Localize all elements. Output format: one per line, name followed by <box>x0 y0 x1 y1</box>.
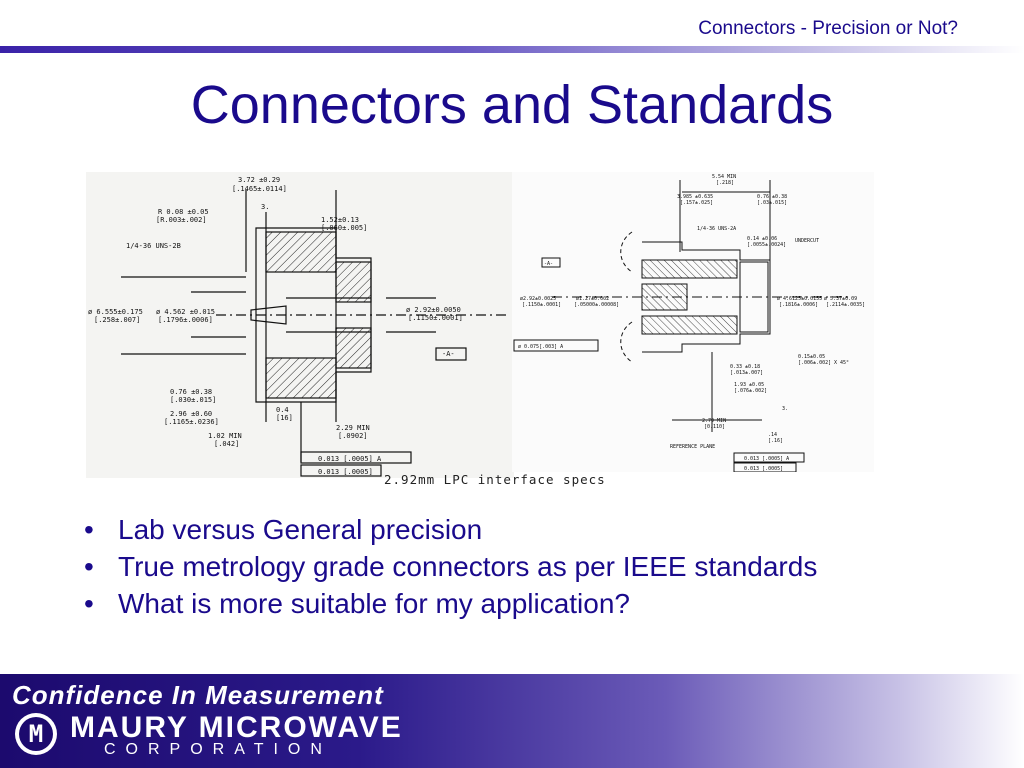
svg-text:ø 6.555±0.175: ø 6.555±0.175 <box>88 308 143 316</box>
svg-text:3.: 3. <box>261 203 269 211</box>
company-logo-icon: M <box>12 710 60 758</box>
footer-band <box>0 674 1024 768</box>
male-interface-svg: 5.54 MIN [.218] 3.985 ±0.635 [.157±.025]… <box>513 174 865 473</box>
svg-text:[.1816±.0006]: [.1816±.0006] <box>779 302 818 308</box>
svg-text:-A-: -A- <box>442 350 455 358</box>
svg-text:0.013 [.0005] A: 0.013 [.0005] A <box>744 456 789 462</box>
svg-text:ø 4.562 ±0.015: ø 4.562 ±0.015 <box>156 308 215 316</box>
svg-text:0.15±0.05: 0.15±0.05 <box>798 354 825 360</box>
svg-text:[.2114±.0035]: [.2114±.0035] <box>826 302 865 308</box>
slide-title: Connectors and Standards <box>190 75 834 135</box>
svg-text:[.0902]: [.0902] <box>338 432 368 440</box>
svg-text:[.16]: [.16] <box>768 438 783 444</box>
svg-text:1.52±0.13: 1.52±0.13 <box>321 216 359 224</box>
svg-text:[.03±.015]: [.03±.015] <box>757 200 787 206</box>
svg-text:[.258±.007]: [.258±.007] <box>94 316 140 324</box>
svg-text:2.79 MIN: 2.79 MIN <box>702 418 726 424</box>
svg-text:[.1150±.0001]: [.1150±.0001] <box>522 302 561 308</box>
bullet-list: • Lab versus General precision • True me… <box>80 514 840 625</box>
footer-tagline: Confidence In Measurement <box>12 680 384 710</box>
svg-text:5.54 MIN: 5.54 MIN <box>712 174 736 180</box>
svg-text:[.030±.015]: [.030±.015] <box>170 396 216 404</box>
svg-text:ø 4.6125±0.0155: ø 4.6125±0.0155 <box>777 296 822 302</box>
bullet-dot: • <box>84 551 94 582</box>
svg-text:R 0.08 ±0.05: R 0.08 ±0.05 <box>158 208 209 216</box>
svg-text:2.29 MIN: 2.29 MIN <box>336 424 370 432</box>
bullet-item: • Lab versus General precision <box>80 514 840 546</box>
svg-text:0.14 ±0.06: 0.14 ±0.06 <box>747 236 777 242</box>
svg-text:UNDERCUT: UNDERCUT <box>795 238 819 244</box>
svg-text:.14: .14 <box>768 432 777 438</box>
svg-text:1.02 MIN: 1.02 MIN <box>208 432 242 440</box>
svg-text:0.33 ±0.18: 0.33 ±0.18 <box>730 364 760 370</box>
svg-text:1/4-36 UNS-2B: 1/4-36 UNS-2B <box>126 242 181 250</box>
svg-text:0.76 ±0.38: 0.76 ±0.38 <box>757 194 787 200</box>
company-name: MAURY MICROWAVE <box>70 711 403 744</box>
svg-text:[.013±.007]: [.013±.007] <box>730 370 763 376</box>
bullet-dot: • <box>84 588 94 619</box>
svg-text:[.042]: [.042] <box>214 440 239 448</box>
header-rule <box>0 46 1024 53</box>
svg-text:[.0055±.0024]: [.0055±.0024] <box>747 242 786 248</box>
svg-text:0.013 [.0005] A: 0.013 [.0005] A <box>318 455 382 463</box>
company-corporation: CORPORATION <box>104 741 332 758</box>
svg-text:1.93 ±0.05: 1.93 ±0.05 <box>734 382 764 388</box>
svg-text:ø 0.075[.003] A: ø 0.075[.003] A <box>518 344 563 350</box>
header-caption: Connectors - Precision or Not? <box>698 18 958 39</box>
female-interface-svg: 3.72 ±0.29 [.1465±.0114] R 0.08 ±0.05 [R… <box>88 176 506 477</box>
svg-text:3.72 ±0.29: 3.72 ±0.29 <box>238 176 280 184</box>
svg-text:ø2.92±0.0025: ø2.92±0.0025 <box>520 296 556 302</box>
bullet-item: • True metrology grade connectors as per… <box>80 551 840 583</box>
svg-text:[.006±.002]: [.006±.002] <box>798 360 831 366</box>
svg-text:2.96 ±0.60: 2.96 ±0.60 <box>170 410 212 418</box>
svg-text:ø1.27±0.002: ø1.27±0.002 <box>576 296 609 302</box>
bullet-item: • What is more suitable for my applicati… <box>80 588 840 620</box>
svg-text:[16]: [16] <box>276 414 293 422</box>
svg-text:[.218]: [.218] <box>716 180 734 186</box>
svg-text:[.1150±.0001]: [.1150±.0001] <box>408 314 463 322</box>
svg-text:[R.003±.002]: [R.003±.002] <box>156 216 207 224</box>
logo-letter: M <box>29 720 43 748</box>
svg-text:[.05000±.00008]: [.05000±.00008] <box>574 302 619 308</box>
figure-caption: 2.92mm LPC interface specs <box>384 472 606 487</box>
svg-text:ø 2.92±0.0050: ø 2.92±0.0050 <box>406 306 461 314</box>
svg-text:3.: 3. <box>782 406 788 412</box>
male-interface-drawing: 5.54 MIN [.218] 3.985 ±0.635 [.157±.025]… <box>512 172 874 473</box>
svg-text:X 45°: X 45° <box>834 360 849 366</box>
svg-text:-A-: -A- <box>544 261 553 267</box>
svg-text:[.1165±.0236]: [.1165±.0236] <box>164 418 219 426</box>
bullet-text: Lab versus General precision <box>118 514 483 545</box>
bullet-text: True metrology grade connectors as per I… <box>118 551 818 582</box>
svg-text:0.4: 0.4 <box>276 406 289 414</box>
bullet-dot: • <box>84 514 94 545</box>
svg-text:REFERENCE PLANE: REFERENCE PLANE <box>670 444 715 450</box>
bullet-text: What is more suitable for my application… <box>118 588 630 619</box>
female-interface-drawing: 3.72 ±0.29 [.1465±.0114] R 0.08 ±0.05 [R… <box>86 172 514 478</box>
svg-text:[.1796±.0006]: [.1796±.0006] <box>158 316 213 324</box>
svg-text:ø 5.37±0.09: ø 5.37±0.09 <box>824 296 857 302</box>
svg-text:0.76 ±0.38: 0.76 ±0.38 <box>170 388 212 396</box>
svg-text:[.1465±.0114]: [.1465±.0114] <box>232 185 287 193</box>
svg-text:[.157±.025]: [.157±.025] <box>680 200 713 206</box>
svg-text:[.060±.005]: [.060±.005] <box>321 224 367 232</box>
svg-text:3.985 ±0.635: 3.985 ±0.635 <box>677 194 713 200</box>
svg-text:[0.110]: [0.110] <box>704 424 725 430</box>
svg-text:0.013 [.0005]: 0.013 [.0005] <box>318 468 373 476</box>
svg-text:[.076±.002]: [.076±.002] <box>734 388 767 394</box>
svg-text:0.013 [.0005]: 0.013 [.0005] <box>744 466 783 472</box>
svg-text:1/4-36 UNS-2A: 1/4-36 UNS-2A <box>697 226 736 232</box>
